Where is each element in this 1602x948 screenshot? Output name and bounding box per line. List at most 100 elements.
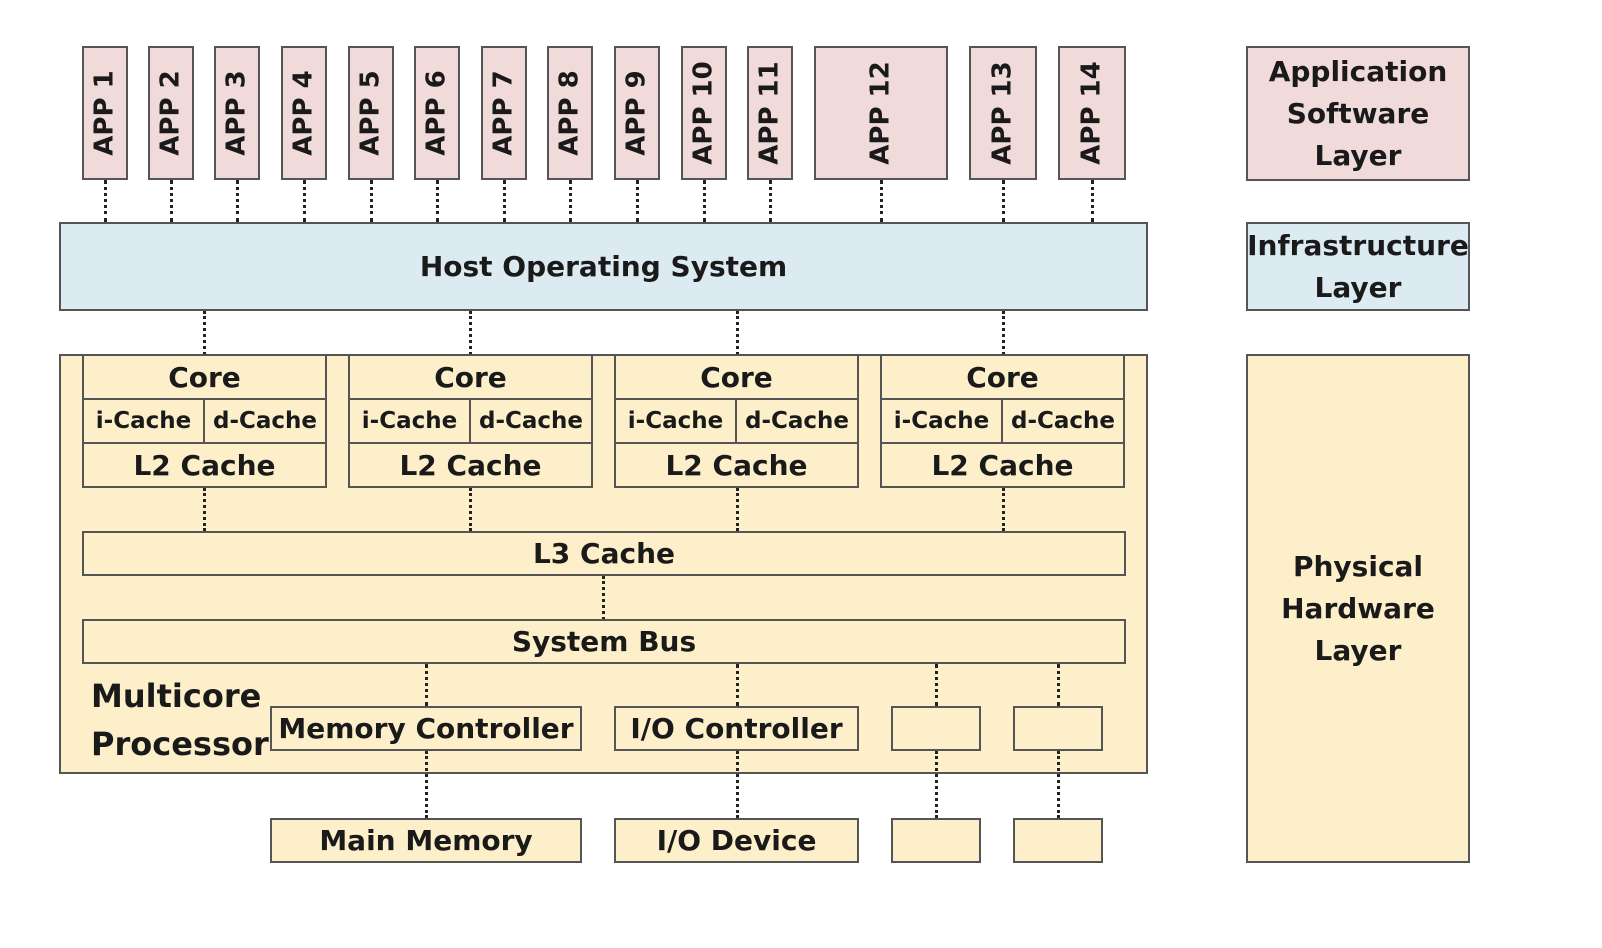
- core-4-l2-label: L2 Cache: [931, 448, 1074, 482]
- app-7-label: APP 7: [489, 70, 520, 156]
- l3-cache-label: L3 Cache: [532, 537, 676, 570]
- connector-bus-io-controller: [736, 664, 739, 706]
- core-4-icache-label: i-Cache: [893, 408, 990, 434]
- core-2-dcache: d-Cache: [469, 398, 593, 444]
- main-memory: Main Memory: [270, 818, 582, 863]
- core-4-dcache: d-Cache: [1001, 398, 1125, 444]
- io-controller-label: I/O Controller: [630, 712, 843, 745]
- app-2-label: APP 2: [156, 70, 187, 156]
- core-3-label: Core: [700, 360, 773, 394]
- app-13-label: APP 13: [988, 61, 1018, 165]
- app-11-box: APP 11: [747, 46, 793, 180]
- app-1-box: APP 1: [82, 46, 128, 180]
- main-memory-label: Main Memory: [319, 824, 533, 857]
- io-device: I/O Device: [614, 818, 859, 863]
- connector-bus-controller-4: [1057, 664, 1060, 706]
- connector-app-5: [370, 180, 373, 222]
- io-controller: I/O Controller: [614, 706, 859, 751]
- connector-host-core-2: [469, 311, 472, 355]
- application-layer-line-2: Software: [1286, 96, 1430, 130]
- hardware-layer-line-2: Hardware: [1281, 591, 1435, 625]
- connector-io-controller-io-device: [736, 751, 739, 818]
- connector-controller-3-device-3: [935, 751, 938, 818]
- physical-hardware-layer: Physical Hardware Layer: [1246, 354, 1470, 863]
- connector-controller-4-device-4: [1057, 751, 1060, 818]
- multicore-processor-label: Multicore Processor: [91, 672, 269, 768]
- infrastructure-layer-line-2: Layer: [1314, 270, 1402, 304]
- connector-app-2: [170, 180, 173, 222]
- app-3-label: APP 3: [222, 70, 253, 156]
- core-1: Core: [82, 354, 327, 400]
- connector-bus-memory-controller: [425, 664, 428, 706]
- core-3-l2-label: L2 Cache: [665, 448, 808, 482]
- core-1-l2-cache: L2 Cache: [82, 442, 327, 488]
- core-3-dcache-label: d-Cache: [744, 408, 850, 434]
- host-os-label: Host Operating System: [419, 250, 788, 283]
- app-6-box: APP 6: [414, 46, 460, 180]
- multicore-label-line-1: Multicore: [91, 677, 262, 715]
- app-8-box: APP 8: [547, 46, 593, 180]
- core-1-icache: i-Cache: [82, 398, 205, 444]
- core-3: Core: [614, 354, 859, 400]
- core-4-label: Core: [966, 360, 1039, 394]
- app-10-box: APP 10: [681, 46, 727, 180]
- connector-app-11: [769, 180, 772, 222]
- controller-4-empty: [1013, 706, 1103, 751]
- core-1-icache-label: i-Cache: [95, 408, 192, 434]
- app-5-box: APP 5: [348, 46, 394, 180]
- core-1-dcache-label: d-Cache: [212, 408, 318, 434]
- multicore-label-line-2: Processor: [91, 725, 269, 763]
- core-1-label: Core: [168, 360, 241, 394]
- core-3-l2-cache: L2 Cache: [614, 442, 859, 488]
- core-3-dcache: d-Cache: [735, 398, 859, 444]
- app-10-label: APP 10: [689, 61, 719, 165]
- core-4-icache: i-Cache: [880, 398, 1003, 444]
- app-9-label: APP 9: [622, 70, 653, 156]
- core-2-icache-label: i-Cache: [361, 408, 458, 434]
- app-12-box: APP 12: [814, 46, 948, 180]
- app-1-label: APP 1: [90, 70, 121, 156]
- connector-host-core-4: [1002, 311, 1005, 355]
- app-11-label: APP 11: [755, 61, 785, 165]
- core-2: Core: [348, 354, 593, 400]
- connector-app-3: [236, 180, 239, 222]
- app-4-box: APP 4: [281, 46, 327, 180]
- connector-host-core-3: [736, 311, 739, 355]
- app-3-box: APP 3: [214, 46, 260, 180]
- system-bus: System Bus: [82, 619, 1126, 664]
- connector-app-8: [569, 180, 572, 222]
- connector-app-10: [703, 180, 706, 222]
- device-3-empty: [891, 818, 981, 863]
- connector-app-7: [503, 180, 506, 222]
- connector-app-12: [880, 180, 883, 222]
- connector-app-6: [436, 180, 439, 222]
- application-software-layer: Application Software Layer: [1246, 46, 1470, 181]
- connector-l2-l3-3: [736, 488, 739, 531]
- connector-l3-bus: [602, 576, 605, 620]
- core-2-icache: i-Cache: [348, 398, 471, 444]
- hardware-layer-line-3: Layer: [1314, 633, 1402, 667]
- core-2-l2-label: L2 Cache: [399, 448, 542, 482]
- core-2-dcache-label: d-Cache: [478, 408, 584, 434]
- core-4-l2-cache: L2 Cache: [880, 442, 1125, 488]
- memory-controller-label: Memory Controller: [278, 712, 574, 745]
- connector-app-1: [104, 180, 107, 222]
- core-1-l2-label: L2 Cache: [133, 448, 276, 482]
- connector-host-core-1: [203, 311, 206, 355]
- connector-memory-controller-main-memory: [425, 751, 428, 818]
- core-4-dcache-label: d-Cache: [1010, 408, 1116, 434]
- connector-l2-l3-1: [203, 488, 206, 531]
- core-3-icache-label: i-Cache: [627, 408, 724, 434]
- connector-bus-controller-3: [935, 664, 938, 706]
- app-7-box: APP 7: [481, 46, 527, 180]
- connector-l2-l3-2: [469, 488, 472, 531]
- application-layer-line-3: Layer: [1314, 138, 1402, 172]
- app-14-box: APP 14: [1058, 46, 1126, 180]
- infrastructure-layer: Infrastructure Layer: [1246, 222, 1470, 311]
- connector-l2-l3-4: [1002, 488, 1005, 531]
- app-5-label: APP 5: [356, 70, 387, 156]
- core-1-dcache: d-Cache: [203, 398, 327, 444]
- connector-app-4: [303, 180, 306, 222]
- app-2-box: APP 2: [148, 46, 194, 180]
- controller-3-empty: [891, 706, 981, 751]
